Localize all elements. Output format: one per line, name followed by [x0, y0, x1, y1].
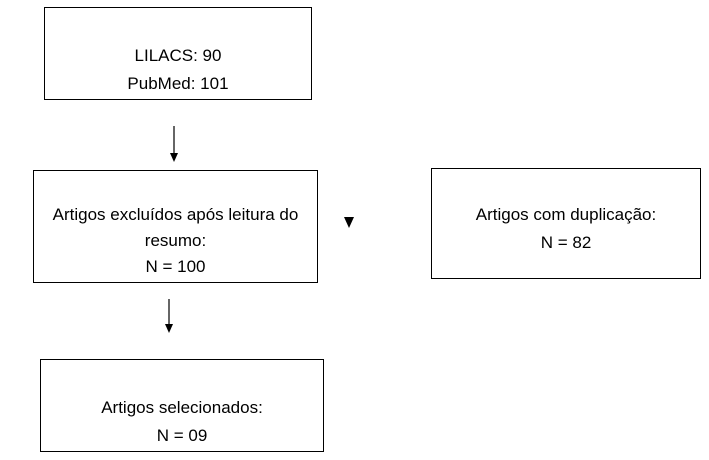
excluded-count: N = 100	[145, 257, 206, 276]
selected-box: Artigos selecionados: N = 09	[40, 359, 324, 452]
pubmed-count: PubMed: 101	[127, 74, 229, 93]
excluded-label: Artigos excluídos após leitura do resumo…	[52, 205, 299, 250]
duplicates-label: Artigos com duplicação:	[475, 205, 657, 224]
duplicates-count: N = 82	[540, 233, 592, 252]
duplicates-box: Artigos com duplicação: N = 82	[431, 168, 701, 279]
sources-box: LILACS: 90 PubMed: 101	[44, 7, 312, 100]
selected-label: Artigos selecionados:	[101, 398, 263, 417]
arrow-down-2	[165, 299, 173, 333]
selected-count: N = 09	[156, 426, 208, 445]
arrow-down-1	[170, 126, 178, 162]
excluded-box: Artigos excluídos após leitura do resumo…	[33, 170, 318, 283]
lilacs-count: LILACS: 90	[134, 46, 222, 65]
arrow-right-marker	[344, 217, 354, 228]
